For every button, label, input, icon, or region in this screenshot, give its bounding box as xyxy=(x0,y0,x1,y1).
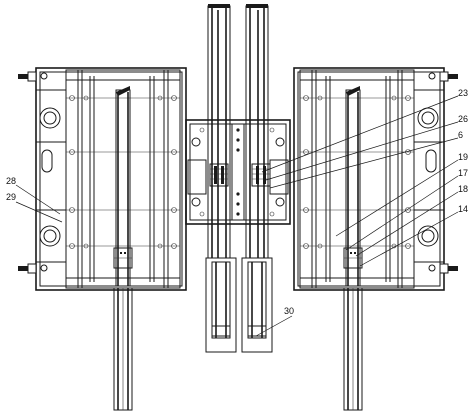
left-base-plate xyxy=(18,67,187,291)
callout-label-17: 17 xyxy=(458,168,468,178)
callout-label-29: 29 xyxy=(6,192,16,202)
left-lower-rail xyxy=(113,287,133,411)
callout-label-26: 26 xyxy=(458,114,468,124)
right-lower-rail xyxy=(343,287,363,411)
right-base-plate xyxy=(293,67,458,291)
callout-label-18: 18 xyxy=(458,184,468,194)
center-lower-guides xyxy=(205,257,273,353)
callout-label-19: 19 xyxy=(458,152,468,162)
callout-label-23: 23 xyxy=(458,88,468,98)
callout-label-6: 6 xyxy=(458,130,463,140)
right-slide-column xyxy=(343,86,363,287)
left-slide-column xyxy=(113,86,133,287)
center-guide-rails xyxy=(207,4,269,259)
callout-leaders xyxy=(15,95,459,337)
callout-label-28: 28 xyxy=(6,176,16,186)
callout-label-14: 14 xyxy=(458,204,468,214)
callout-label-30: 30 xyxy=(284,306,294,316)
center-mounting-plate xyxy=(185,119,291,225)
